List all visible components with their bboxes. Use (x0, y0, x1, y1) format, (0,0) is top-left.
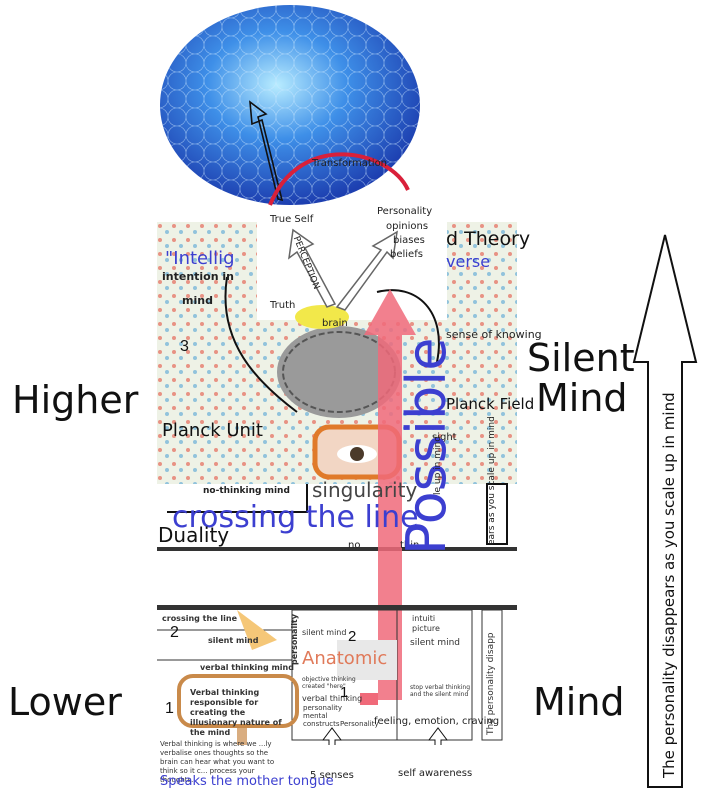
beliefs-label: beliefs (390, 249, 423, 260)
number-one: 1 (165, 700, 174, 717)
lower-label: Lower (8, 680, 122, 724)
cosmic-orb (160, 5, 420, 206)
silent-mind-center: silent mind (302, 628, 347, 637)
number-two: 2 (170, 624, 179, 641)
no-thinking-label: no-thinking mind (203, 486, 290, 496)
scale-up-text: The personality disappears as you scale … (660, 392, 678, 778)
verbal-box-text: Verbal thinking responsible for creating… (190, 688, 282, 737)
scale-side-small-label: le up in mind (433, 436, 443, 495)
intuitive-label: intuiti (412, 614, 436, 623)
duality-label: Duality (158, 523, 230, 547)
verbal-center: verbal thinking (302, 694, 363, 703)
mind-lower-label: Mind (533, 680, 625, 724)
lower-panel (157, 610, 503, 745)
crossing-line-label: crossing the line (172, 500, 419, 535)
brain-label: brain (322, 318, 348, 329)
self-awareness-label: self awareness (398, 768, 473, 779)
silent-mind-right: silent mind (410, 638, 461, 648)
planck-field-label: Planck Field (446, 395, 535, 413)
silent-mind-label: silent mind (208, 636, 259, 645)
crossing-small-label: crossing the line (162, 614, 237, 623)
objective-label: objective thinking created "here" (302, 676, 356, 690)
mind-small-label: mind (182, 294, 213, 307)
number-three: 3 (180, 338, 189, 355)
biases-label: biases (393, 235, 425, 246)
picture-label: picture (412, 624, 440, 633)
personality-vertical: personality (290, 614, 299, 665)
opinions-label: opinions (386, 221, 429, 232)
scale-up-arrow (632, 234, 698, 788)
sight-label: sight (432, 432, 457, 443)
lower-divider (157, 605, 517, 610)
thin-label: thin (400, 540, 420, 551)
transformation-label: Transformation (312, 158, 388, 169)
disappear-side: The personality disapp (486, 632, 496, 735)
mind-upper-label: Mind (536, 376, 628, 420)
possible-label: Possible (395, 337, 458, 555)
true-self-label: True Self (270, 214, 314, 225)
truth-label: Truth (270, 300, 296, 311)
scale-side-label: ears as you scale up in mind (487, 416, 497, 545)
verbal-note: Verbal thinking is where we ...ly verbal… (160, 740, 275, 784)
personality-small: Personality (340, 720, 379, 728)
sense-knowing-label: sense of knowing (446, 328, 542, 341)
pink-arrow (360, 289, 416, 705)
personality-mental: personality mental constructs (303, 704, 343, 728)
number-one-center: 1 (340, 684, 349, 701)
planck-unit-label: Planck Unit (162, 420, 263, 441)
verbal-mind-label: verbal thinking mind (200, 663, 294, 672)
higher-label: Higher (12, 378, 139, 422)
silent-label: Silent (527, 336, 635, 380)
singularity-label: singularity (312, 478, 418, 502)
speaks-label: Speaks the mother tongue (160, 774, 334, 789)
intellig-label: "Intellig (165, 248, 235, 269)
personality-label: Personality (377, 206, 433, 217)
number-two-center: 2 (348, 628, 357, 645)
intention-label: intention in (162, 270, 234, 283)
feeling-label: feeling, emotion, craving (374, 716, 500, 727)
theory-label: d Theory (446, 228, 531, 250)
no-label: no (348, 540, 361, 551)
five-senses-label: 5 senses (310, 770, 354, 781)
anatomic-label: Anatomic (302, 648, 388, 669)
upper-collage (157, 222, 517, 552)
verse-label: verse (446, 252, 491, 271)
stop-verbal-label: stop verbal thinking and the silent mind (410, 684, 471, 698)
